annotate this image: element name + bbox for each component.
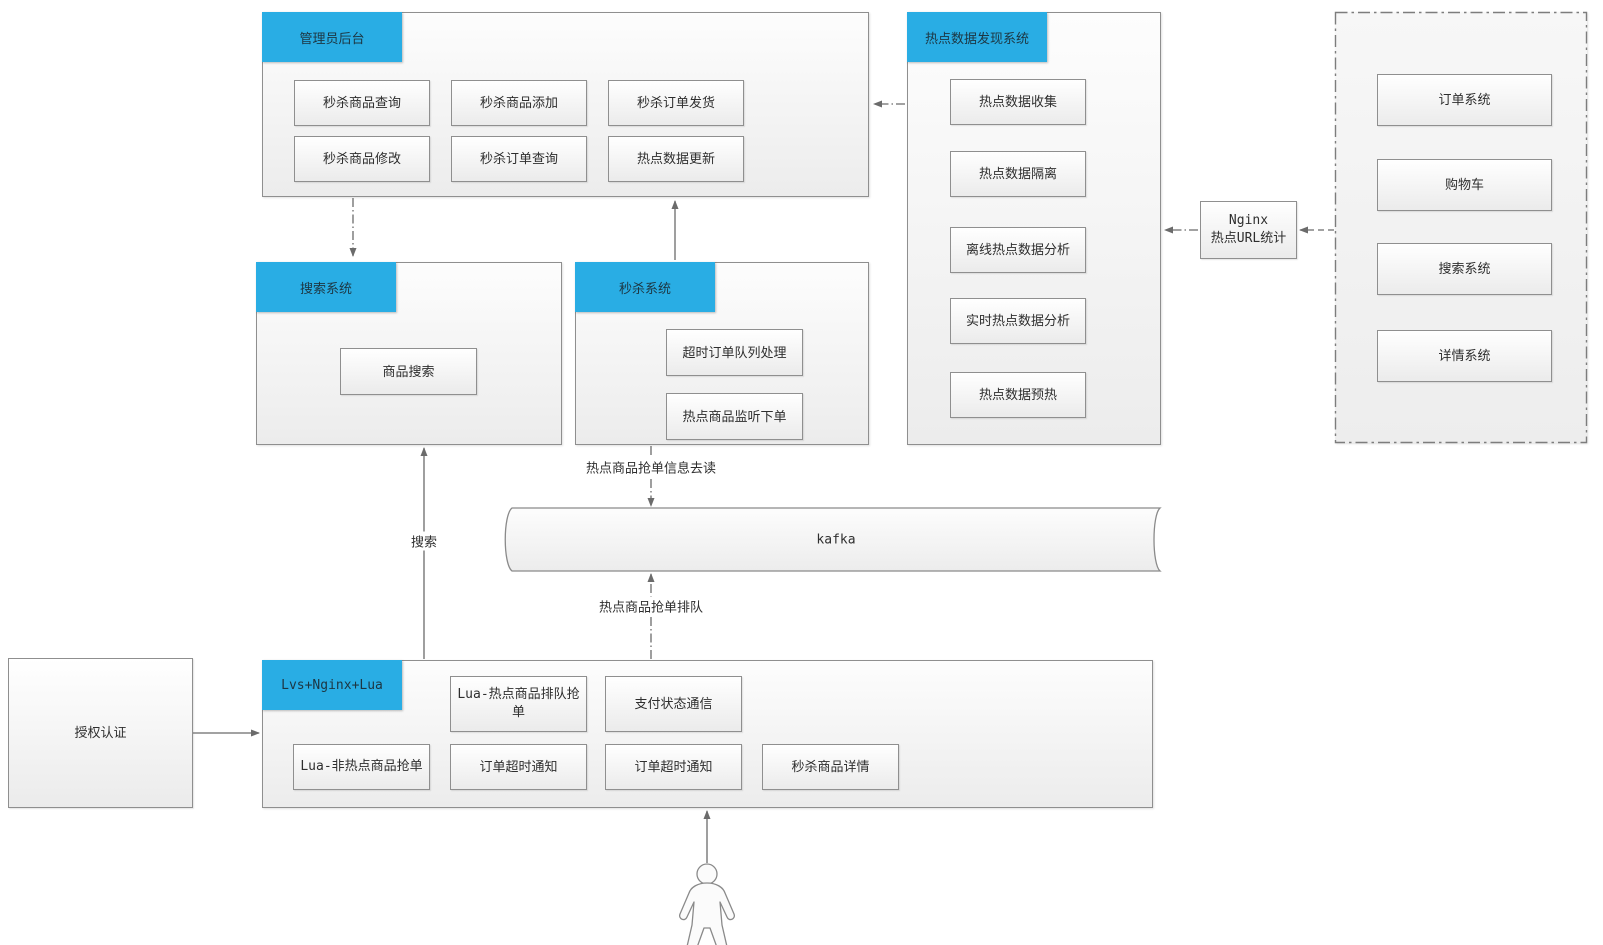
node-hot-data-update: 热点数据更新	[608, 136, 744, 182]
node-seckill-order-query: 秒杀订单查询	[451, 136, 587, 182]
node-seckill-order-ship: 秒杀订单发货	[608, 80, 744, 126]
node-order-system: 订单系统	[1377, 74, 1552, 126]
node-label: 搜索系统	[1438, 261, 1491, 277]
node-label: 商品搜索	[382, 363, 435, 379]
node-shopping-cart: 购物车	[1377, 159, 1552, 211]
gateway-panel-title: Lvs+Nginx+Lua	[281, 677, 383, 693]
gateway-panel-tab: Lvs+Nginx+Lua	[262, 660, 402, 710]
node-hot-data-isolate: 热点数据隔离	[950, 151, 1086, 197]
node-label: 秒杀订单发货	[636, 95, 715, 111]
node-label: 实时热点数据分析	[965, 313, 1070, 329]
nginx-line2: 热点URL统计	[1210, 231, 1287, 246]
node-label: 超时订单队列处理	[682, 344, 787, 360]
node-label: Lua-非热点商品抢单	[300, 759, 423, 775]
node-label: 秒杀商品添加	[479, 95, 558, 111]
node-label: 热点商品监听下单	[682, 408, 787, 424]
node-hot-data-preheat: 热点数据预热	[950, 372, 1086, 418]
label-hot-read: 热点商品抢单信息去读	[581, 457, 721, 477]
node-label: 订单超时通知	[634, 759, 713, 775]
node-product-search: 商品搜索	[340, 348, 477, 395]
node-realtime-hot-analysis: 实时热点数据分析	[950, 298, 1086, 344]
nginx-line1: Nginx	[1228, 213, 1269, 229]
node-label: 购物车	[1444, 177, 1484, 193]
node-lua-nonhot-grab: Lua-非热点商品抢单	[293, 744, 430, 790]
node-seckill-product-modify: 秒杀商品修改	[294, 136, 430, 182]
node-pay-status-comm: 支付状态通信	[605, 676, 742, 732]
search-panel-title: 搜索系统	[299, 280, 352, 296]
node-label: 支付状态通信	[634, 696, 713, 712]
seckill-panel-tab: 秒杀系统	[575, 262, 715, 312]
node-label: Lua-热点商品排队抢单	[457, 687, 580, 720]
admin-panel-tab: 管理员后台	[262, 12, 402, 62]
hot-data-panel-tab: 热点数据发现系统	[907, 12, 1047, 62]
node-order-timeout-notify-1: 订单超时通知	[450, 744, 587, 790]
node-label: 热点数据预热	[978, 387, 1057, 403]
admin-panel-title: 管理员后台	[299, 30, 365, 46]
hot-data-panel-title: 热点数据发现系统	[924, 30, 1029, 46]
node-seckill-product-add: 秒杀商品添加	[451, 80, 587, 126]
node-hot-product-listen-order: 热点商品监听下单	[666, 393, 803, 440]
node-seckill-product-detail: 秒杀商品详情	[762, 744, 899, 790]
node-label: 秒杀商品查询	[322, 95, 401, 111]
node-label: 授权认证	[74, 725, 127, 741]
node-label: 秒杀订单查询	[479, 151, 558, 167]
kafka-label: kafka	[816, 532, 856, 548]
node-auth: 授权认证	[8, 658, 193, 808]
node-label: 详情系统	[1438, 348, 1491, 364]
user-icon	[679, 863, 735, 945]
label-search: 搜索	[406, 531, 442, 551]
node-order-timeout-notify-2: 订单超时通知	[605, 744, 742, 790]
node-label: 热点数据收集	[978, 94, 1057, 110]
node-hot-data-collect: 热点数据收集	[950, 79, 1086, 125]
node-search-system-ext: 搜索系统	[1377, 243, 1552, 295]
node-detail-system: 详情系统	[1377, 330, 1552, 382]
node-seckill-product-query: 秒杀商品查询	[294, 80, 430, 126]
seckill-panel-title: 秒杀系统	[618, 280, 671, 296]
node-timeout-order-queue: 超时订单队列处理	[666, 329, 803, 376]
node-offline-hot-analysis: 离线热点数据分析	[950, 227, 1086, 273]
search-panel-tab: 搜索系统	[256, 262, 396, 312]
node-label: 热点数据更新	[636, 151, 715, 167]
node-label: 秒杀商品修改	[322, 151, 401, 167]
node-label: 订单系统	[1438, 92, 1491, 108]
search-panel: 搜索系统	[256, 262, 562, 445]
seckill-panel: 秒杀系统	[575, 262, 869, 445]
node-nginx-hot-url-stats: Nginx 热点URL统计	[1200, 201, 1297, 259]
node-label: 热点数据隔离	[978, 166, 1057, 182]
node-label: 订单超时通知	[479, 759, 558, 775]
node-lua-hot-queue-grab: Lua-热点商品排队抢单	[450, 676, 587, 732]
label-hot-queue: 热点商品抢单排队	[594, 596, 708, 616]
node-label: 秒杀商品详情	[791, 759, 870, 775]
node-label: 离线热点数据分析	[965, 242, 1070, 258]
